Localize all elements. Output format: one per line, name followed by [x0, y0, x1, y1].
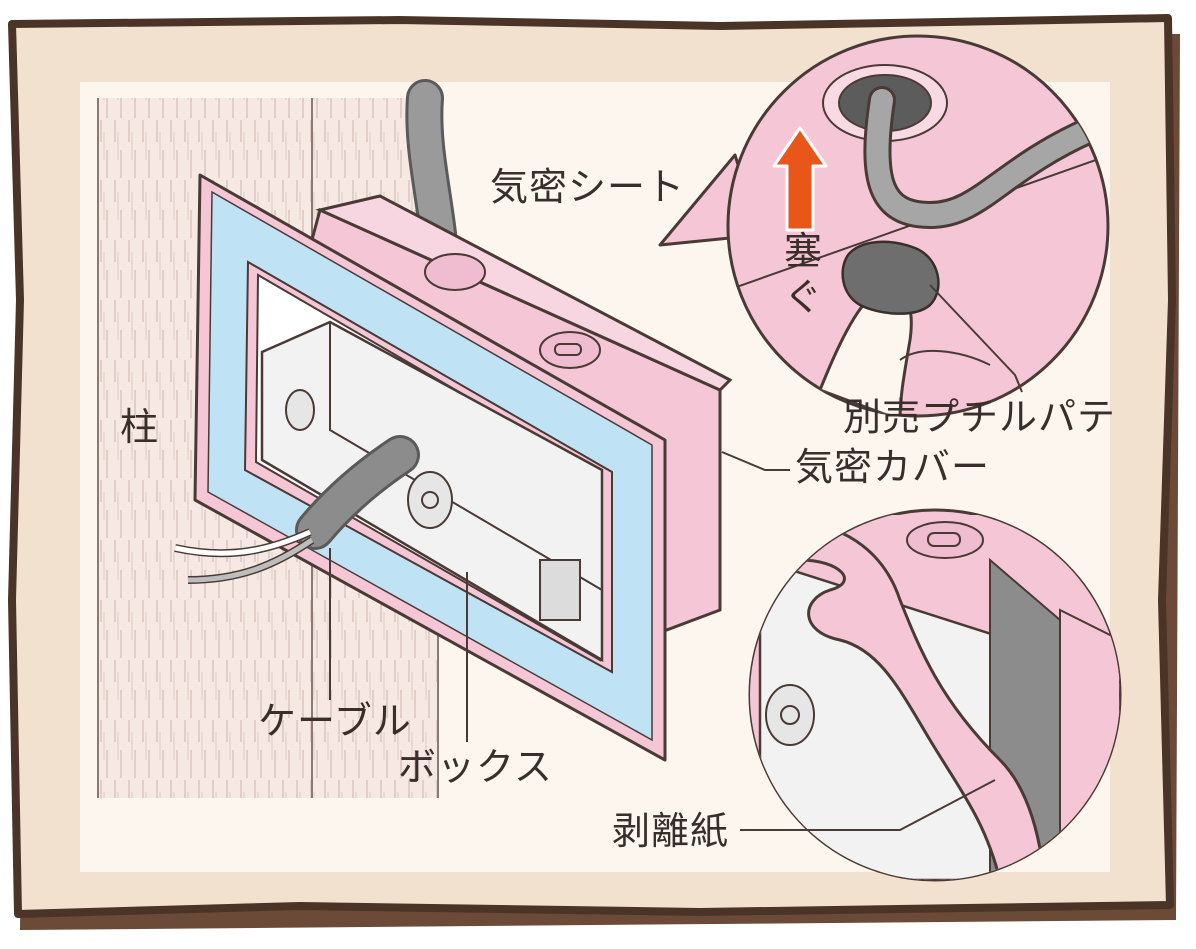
label-seal-char2: ぐ: [783, 275, 822, 319]
push-arrow-icon: [772, 126, 828, 232]
peeling-paper: [763, 513, 1047, 880]
label-airtight-cover: 気密カバー: [795, 445, 991, 489]
label-pillar: 柱: [120, 405, 160, 449]
label-airtight-sheet: 気密シート: [490, 165, 686, 209]
zoom-bubble-bottom: [748, 508, 1122, 882]
label-release-paper: 剥離紙: [612, 809, 730, 853]
label-putty: 別売プチルパテ: [843, 395, 1117, 439]
cable-front-fill: [298, 438, 417, 547]
leader-putty: [929, 284, 1023, 393]
electrical-box: [260, 320, 604, 663]
cable-wires: [174, 528, 315, 584]
label-cable: ケーブル: [258, 699, 412, 743]
label-seal-char1: 塞: [783, 229, 822, 273]
leader-cover: [721, 451, 790, 471]
putty-blob: [841, 240, 940, 315]
label-box: ボックス: [398, 745, 553, 789]
leader-release-paper: [740, 779, 996, 831]
zoom-bubble-top: [658, 34, 1110, 418]
